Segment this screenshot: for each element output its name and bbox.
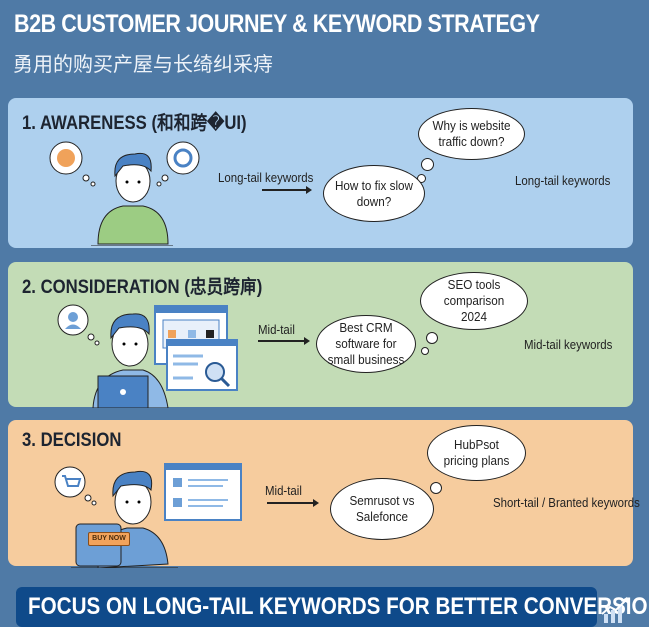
arrow-icon bbox=[258, 337, 310, 344]
stage-heading: 2. CONSIDERATION (忠员跨庘) bbox=[22, 277, 263, 298]
search-query-bubble: Best CRM software for small business bbox=[316, 315, 416, 373]
buying-person-illustration bbox=[54, 463, 242, 568]
page-title: B2B CUSTOMER JOURNEY & KEYWORD STRATEGY bbox=[14, 10, 540, 38]
stage-consideration-panel: 2. CONSIDERATION (忠员跨庘) Mid-tail SEO too… bbox=[8, 262, 633, 408]
keyword-type-label: Long-tail keywords bbox=[515, 173, 611, 188]
keyword-type-label: Short-tail / Branted keywords bbox=[493, 495, 640, 510]
researching-person-illustration bbox=[57, 304, 238, 408]
growth-chart-icon bbox=[601, 597, 629, 623]
arrow-label: Long-tail keywords bbox=[218, 170, 314, 185]
search-query-bubble: How to fix slow down? bbox=[323, 165, 425, 222]
page-subtitle: 勇用的购买产屋与长绮纠采痔 bbox=[13, 54, 273, 76]
keyword-type-label: Mid-tail keywords bbox=[524, 337, 613, 352]
thought-dot bbox=[421, 347, 429, 355]
arrow-icon bbox=[262, 186, 312, 193]
buy-now-button: BUY NOW bbox=[88, 532, 130, 546]
search-query-bubble: HubPsot pricing plans bbox=[427, 425, 526, 481]
search-query-bubble: SEO tools comparison 2024 bbox=[420, 272, 528, 330]
thought-dot bbox=[430, 482, 442, 494]
search-query-bubble: Semrusot vs Salefonce bbox=[330, 478, 434, 540]
arrow-icon bbox=[267, 499, 319, 506]
thinking-person-illustration bbox=[49, 141, 200, 246]
stage-heading: 3. DECISION bbox=[22, 430, 122, 451]
stage-awareness-panel: 1. AWARENESS (和和跨�UI) Long-tail keywords… bbox=[8, 98, 633, 248]
stage-decision-panel: 3. DECISION BUY NOW Mid-tail HubPsot pri… bbox=[8, 420, 640, 568]
arrow-label: Mid-tail bbox=[265, 483, 302, 498]
stage-heading: 1. AWARENESS (和和跨�UI) bbox=[22, 113, 247, 134]
arrow-label: Mid-tail bbox=[258, 322, 295, 337]
thought-dot bbox=[426, 332, 438, 344]
search-query-bubble: Why is website traffic down? bbox=[418, 108, 525, 160]
thought-dot bbox=[421, 158, 434, 171]
conclusion-banner: FOCUS ON LONG-TAIL KEYWORDS FOR BETTER C… bbox=[16, 587, 649, 627]
